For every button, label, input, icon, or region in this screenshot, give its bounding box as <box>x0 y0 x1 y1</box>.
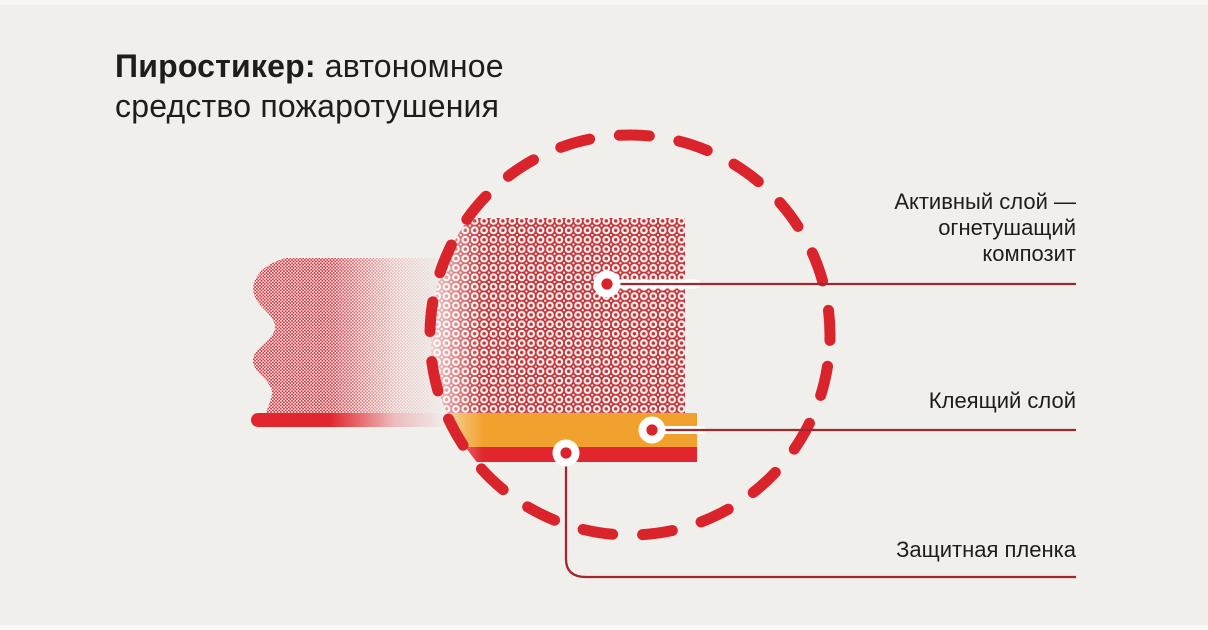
bottom-edge-highlight <box>0 625 1208 630</box>
callout-dot-active-layer <box>601 278 613 290</box>
magnifier-circle-outline <box>424 129 836 541</box>
label-protective-film: Защитная пленка <box>896 537 1076 562</box>
sticker-strip-fade <box>330 252 448 432</box>
page-title-line2: средство пожаротушения <box>115 88 500 124</box>
page-title-regular: автономное <box>324 48 504 84</box>
callout-line-protective-film <box>564 453 1076 579</box>
callout-protective-film <box>552 439 1076 579</box>
lens-content <box>431 218 697 462</box>
callout-dot-adhesive-layer <box>646 424 658 436</box>
label-adhesive-layer: Клеящий слой <box>928 388 1076 413</box>
callout-dot-protective-film <box>560 447 572 459</box>
top-edge-highlight <box>0 0 1208 5</box>
page-title-bold: Пиростикер: <box>115 48 316 84</box>
page-title: Пиростикер: автономное средство пожароту… <box>115 46 504 126</box>
sticker-strip <box>251 252 448 432</box>
label-active-layer: Активный слой — огнетушащий композит <box>894 189 1076 266</box>
callout-adhesive-layer <box>638 416 1076 444</box>
callout-active-layer <box>593 270 1076 298</box>
